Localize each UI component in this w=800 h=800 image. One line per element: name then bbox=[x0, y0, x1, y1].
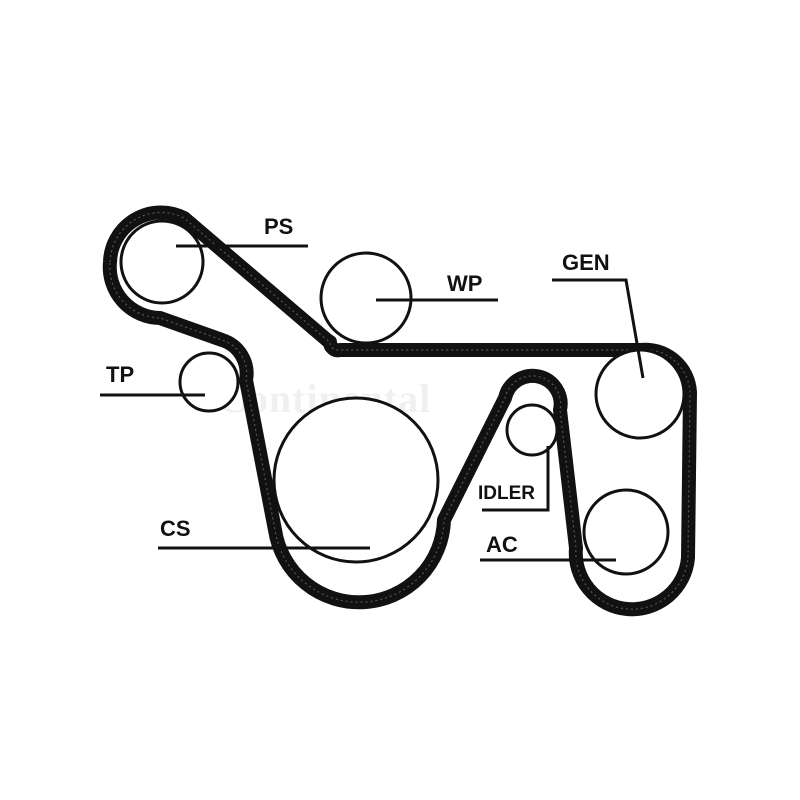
label-ps: PS bbox=[264, 214, 293, 239]
label-idler: IDLER bbox=[478, 483, 535, 504]
pulley-wp bbox=[319, 251, 413, 345]
leader-lines bbox=[100, 244, 645, 562]
label-tp: TP bbox=[106, 362, 134, 387]
label-gen: GEN bbox=[562, 250, 610, 275]
serpentine-belt bbox=[102, 205, 697, 617]
leader-gen bbox=[552, 278, 645, 379]
belt-inner-line bbox=[109, 211, 691, 610]
label-ac: AC bbox=[486, 532, 518, 557]
pulley-cs bbox=[272, 396, 440, 564]
pulley-ps bbox=[119, 219, 205, 305]
pulley-ac bbox=[582, 488, 670, 576]
pulley-gen bbox=[594, 348, 686, 440]
label-wp: WP bbox=[447, 271, 482, 296]
pulley-tp bbox=[178, 351, 240, 413]
pulley-idler bbox=[505, 403, 559, 457]
leader-idler bbox=[482, 446, 550, 512]
label-cs: CS bbox=[160, 516, 191, 541]
